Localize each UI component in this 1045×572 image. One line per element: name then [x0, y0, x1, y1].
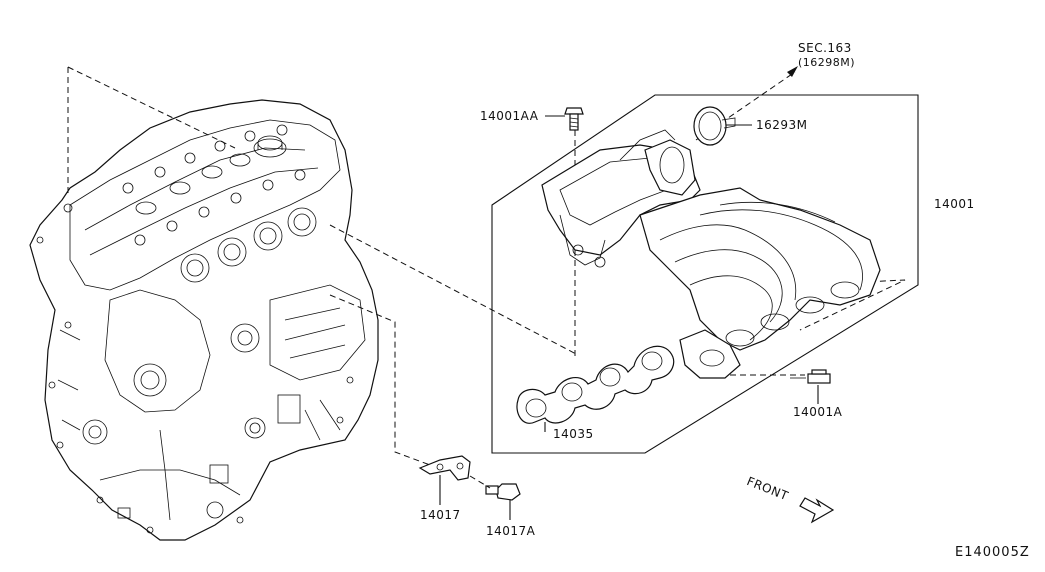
- sec-ref-part-label: (16298M): [798, 56, 856, 69]
- part-label-14017A: 14017A: [486, 524, 536, 538]
- sec-ref-label: SEC.163: [798, 41, 852, 55]
- bolt-14017A: [485, 483, 521, 501]
- gasket-14035: [516, 345, 675, 424]
- part-label-16293M: 16293M: [756, 118, 808, 132]
- bolt-14001A: [790, 369, 831, 384]
- front-arrow-icon: [799, 497, 835, 524]
- part-label-14035: 14035: [553, 427, 594, 441]
- part-label-14001AA: 14001AA: [480, 109, 539, 123]
- bolt-14001AA: [564, 107, 584, 131]
- sec-ref-arrow: [787, 66, 798, 77]
- bracket-14017: [418, 455, 471, 481]
- part-label-14001A: 14001A: [793, 405, 843, 419]
- part-label-14001: 14001: [934, 197, 975, 211]
- part-label-14017: 14017: [420, 508, 461, 522]
- diagram-id-label: E140005Z: [955, 545, 1030, 560]
- intake-manifold: [541, 129, 881, 379]
- assembly-frame: [491, 94, 919, 454]
- engine-block: [29, 99, 379, 541]
- hose-clamp: [693, 106, 736, 146]
